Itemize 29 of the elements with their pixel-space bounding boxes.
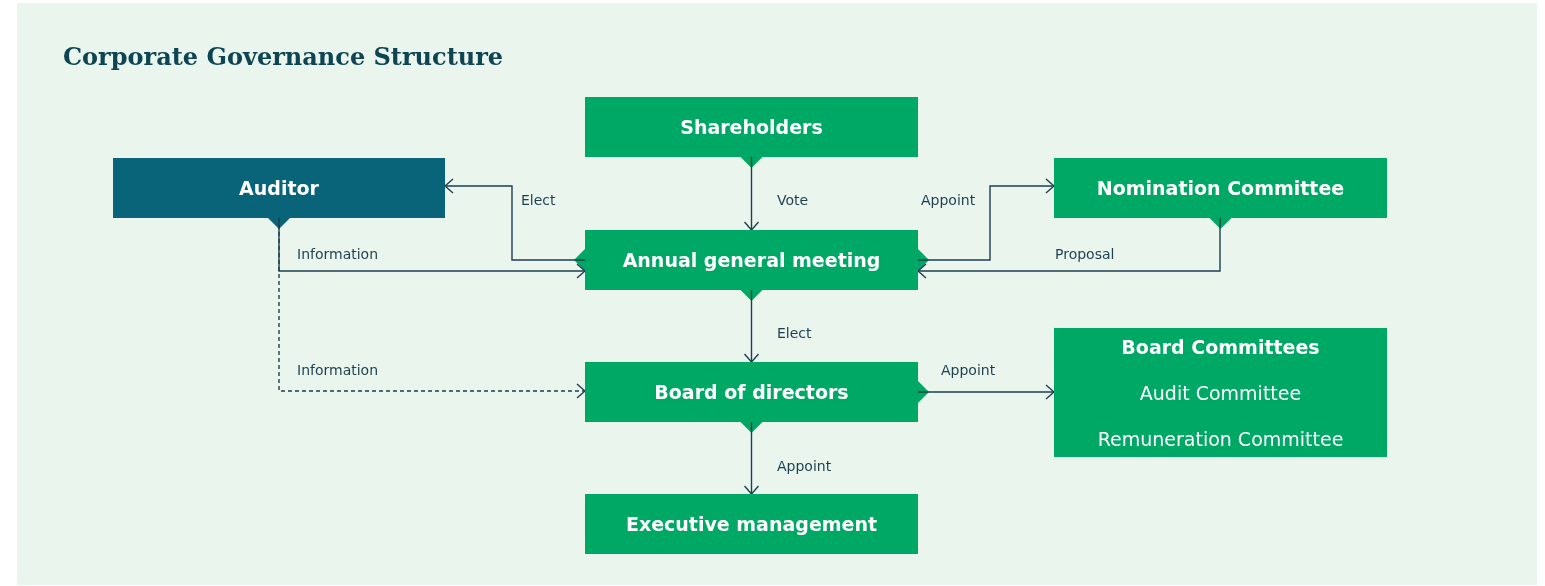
node-label: Annual general meeting xyxy=(622,248,881,273)
process-box xyxy=(1054,158,1387,218)
node-text: Remuneration Committee xyxy=(1097,426,1344,452)
node-label: Board of directors xyxy=(654,380,849,405)
arrow xyxy=(917,217,1221,279)
arrow xyxy=(743,289,760,363)
node-label: Executive management xyxy=(625,512,878,537)
arrow xyxy=(917,384,1055,400)
node-text: Audit Committee xyxy=(1139,380,1302,406)
process-box xyxy=(585,494,918,554)
node-label: Auditor xyxy=(239,176,319,201)
arrow xyxy=(444,178,586,261)
node-label: Nomination Committee xyxy=(1096,176,1345,201)
process-box xyxy=(1054,328,1387,457)
process-box xyxy=(585,362,918,422)
process-box xyxy=(585,230,918,290)
node-label: Board Committees xyxy=(1121,334,1320,360)
title: Corporate Governance Structure xyxy=(63,42,504,71)
edge-label: Proposal xyxy=(1055,246,1115,263)
node-label: Shareholders xyxy=(680,115,823,140)
arrow xyxy=(278,217,586,399)
edge-label: Appoint xyxy=(921,192,976,209)
edge-label: Appoint xyxy=(777,458,832,475)
edge-label: Appoint xyxy=(941,362,996,379)
arrow xyxy=(743,156,760,231)
arrow xyxy=(917,178,1055,261)
process-box xyxy=(585,97,918,157)
arrow xyxy=(743,421,760,495)
process-box xyxy=(113,158,445,218)
